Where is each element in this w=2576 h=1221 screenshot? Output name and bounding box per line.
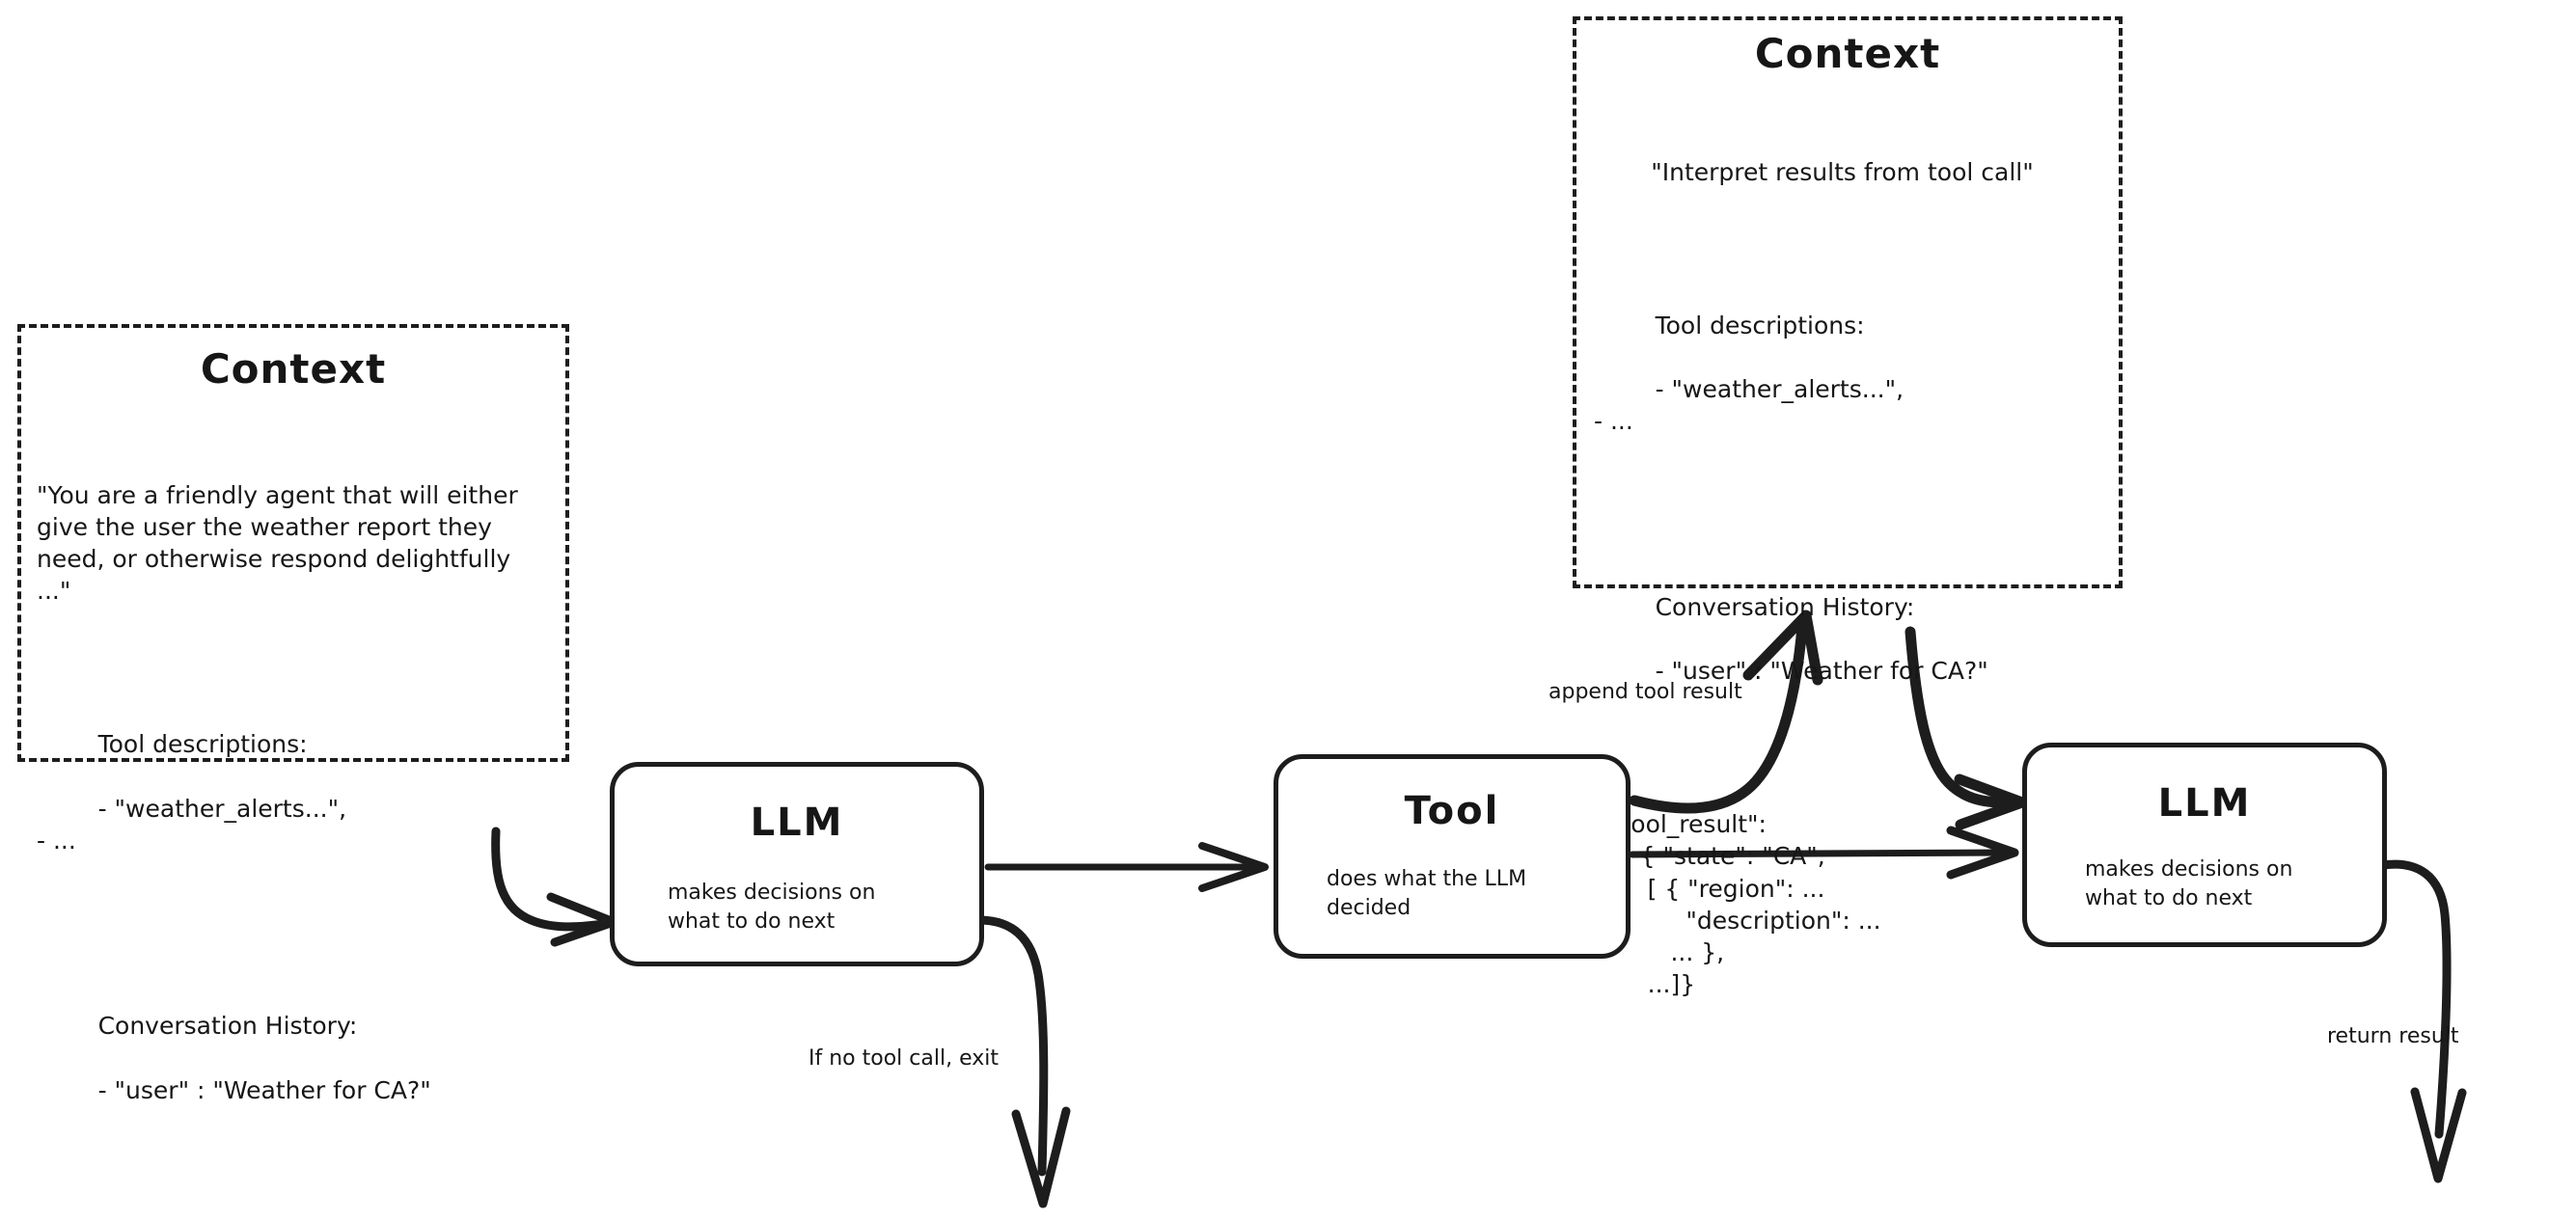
context-panel-left: Context "You are a friendly agent that w… [17, 324, 569, 1104]
context-left-conversation-heading: Conversation History: [97, 1012, 358, 1041]
context-left-title: Context [200, 345, 387, 393]
context-left-tools: Tool descriptions: - "weather_alerts..."… [37, 696, 538, 889]
context-right-conversation-heading: Conversation History: [1655, 592, 1915, 621]
node-llm-second[interactable]: LLM makes decisions on what to do next [2022, 743, 2387, 947]
node-tool-subtitle: does what the LLM decided [1327, 867, 1527, 920]
context-left-conversation: Conversation History: - "user" : "Weathe… [37, 978, 538, 1138]
arrow-llm2-return [2378, 859, 2467, 1183]
context-left-conversation-items: - "user" : "Weather for CA?" [97, 1075, 431, 1104]
context-right-tools: Tool descriptions: - "weather_alerts..."… [1594, 277, 2100, 470]
context-left-tools-heading: Tool descriptions: [97, 730, 308, 759]
context-right-body: "Interpret results from tool call" Tool … [1594, 92, 2100, 1065]
node-llm-second-title: LLM [2157, 781, 2252, 826]
edge-label-append-tool-result: append tool result [1548, 680, 1742, 704]
node-llm-second-subtitle: makes decisions on what to do next [2085, 857, 2293, 910]
context-right-tool-result: - "tool_result": { "state": "CA", [ { "r… [1594, 810, 1881, 999]
node-tool-title: Tool [1404, 789, 1500, 833]
context-right-conversation-user: - "user" : "Weather for CA?" [1655, 657, 1988, 685]
context-right-conversation: Conversation History: - "user" : "Weathe… [1594, 558, 2100, 719]
node-llm-first[interactable]: LLM makes decisions on what to do next [610, 762, 984, 966]
node-llm-first-subtitle: makes decisions on what to do next [668, 881, 876, 934]
edge-label-if-no-tool-call-exit: If no tool call, exit [808, 1046, 999, 1071]
context-left-tools-items: - "weather_alerts...", - ... [37, 794, 347, 855]
context-right-title: Context [1754, 30, 1941, 77]
edge-label-return-result: return result [2327, 1024, 2459, 1048]
context-panel-right: Context "Interpret results from tool cal… [1573, 16, 2123, 998]
node-llm-first-title: LLM [750, 800, 844, 845]
arrow-llm1-to-tool [984, 842, 1269, 892]
context-right-tools-heading: Tool descriptions: [1655, 311, 1865, 339]
node-tool[interactable]: Tool does what the LLM decided [1274, 754, 1631, 959]
context-right-instruction: "Interpret results from tool call" [1651, 157, 2034, 186]
context-left-system-prompt: "You are a friendly agent that will eith… [37, 480, 526, 606]
context-right-tools-items: - "weather_alerts...", - ... [1594, 375, 1905, 436]
context-left-body: "You are a friendly agent that will eith… [37, 415, 538, 1203]
